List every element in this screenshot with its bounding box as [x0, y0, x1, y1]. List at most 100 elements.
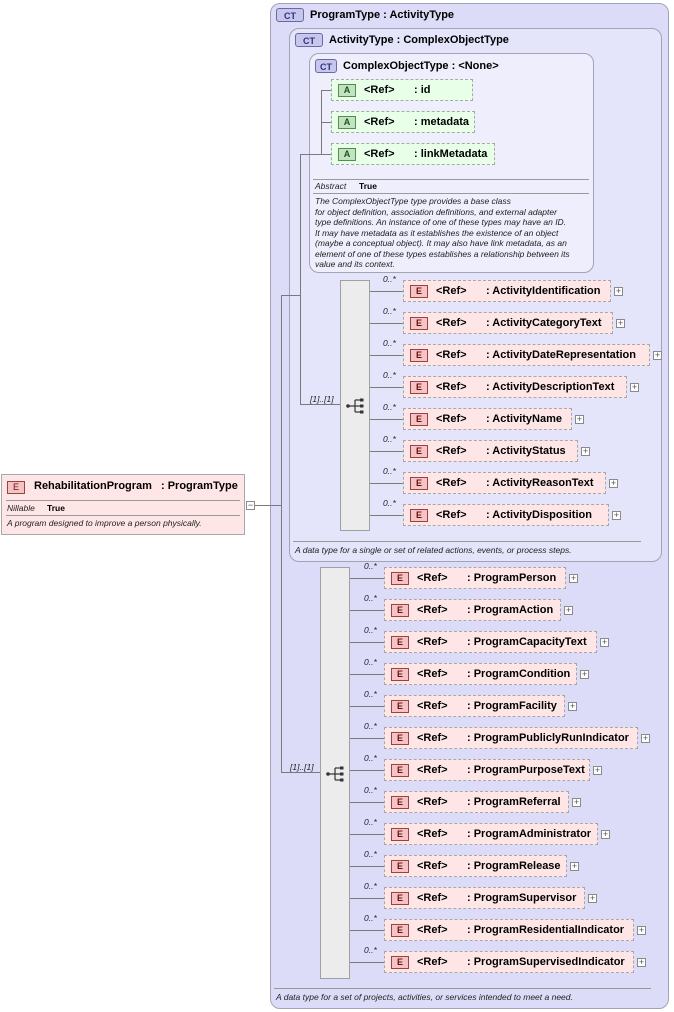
description-line: value and its context. [315, 259, 395, 269]
element-connector [350, 770, 384, 771]
root-element-box[interactable]: E RehabilitationProgram : ProgramType Ni… [1, 474, 245, 535]
element-9[interactable]: E<Ref>: ProgramAdministrator [384, 823, 600, 847]
expand-button[interactable]: + [601, 829, 610, 839]
element-ref: <Ref> [417, 572, 448, 584]
attribute-ref: <Ref> [364, 148, 395, 160]
element-multiplicity: 0..* [364, 817, 377, 827]
sequence-icon [326, 766, 344, 782]
element-name: : ProgramPubliclyRunIndicator [467, 732, 629, 744]
element-2[interactable]: E<Ref>: ProgramAction [384, 599, 563, 623]
element-8[interactable]: E<Ref>: ProgramReferral [384, 791, 571, 815]
element-multiplicity: 0..* [364, 753, 377, 763]
element-connector [370, 483, 403, 484]
nillable-value: True [47, 503, 65, 513]
description-line: It may have metadata as it establishes t… [315, 227, 559, 238]
element-11[interactable]: E<Ref>: ProgramSupervisor [384, 887, 587, 911]
element-6[interactable]: E<Ref>: ActivityStatus [403, 440, 580, 464]
element-name: : ProgramPerson [467, 572, 557, 584]
element-1[interactable]: E<Ref>: ActivityIdentification [403, 280, 613, 304]
attribute-icon: A [338, 116, 356, 129]
element-7[interactable]: E<Ref>: ActivityReasonText [403, 472, 608, 496]
element-name: : ActivityDateRepresentation [486, 349, 636, 361]
element-ref: <Ref> [417, 668, 448, 680]
element-8[interactable]: E<Ref>: ActivityDisposition [403, 504, 611, 528]
expand-button[interactable]: + [616, 318, 625, 328]
expand-button[interactable]: + [600, 637, 609, 647]
element-name: : ActivityReasonText [486, 477, 594, 489]
element-5[interactable]: E<Ref>: ProgramFacility [384, 695, 567, 719]
element-icon: E [391, 892, 409, 905]
element-icon: E [410, 477, 428, 490]
expand-button[interactable]: + [570, 861, 579, 871]
expand-button[interactable]: + [575, 414, 584, 424]
root-connector [254, 505, 281, 506]
element-connector [350, 578, 384, 579]
element-6[interactable]: E <Ref> : ProgramPubliclyRunIndicator [384, 727, 640, 751]
expand-button[interactable]: + [609, 478, 618, 488]
description-line: element of one of these types establishe… [315, 248, 570, 259]
element-connector [370, 515, 403, 516]
element-10[interactable]: E<Ref>: ProgramRelease [384, 855, 569, 879]
element-name: : ProgramAction [467, 604, 554, 616]
program-sequence-compositor[interactable] [320, 567, 350, 979]
element-multiplicity: 0..* [383, 338, 396, 348]
expand-button[interactable]: + [581, 446, 590, 456]
element-connector [350, 802, 384, 803]
element-3[interactable]: E<Ref>: ProgramCapacityText [384, 631, 599, 655]
attribute-metadata[interactable]: A <Ref> : metadata [331, 111, 475, 133]
expand-button[interactable]: + [593, 765, 602, 775]
element-multiplicity: 0..* [383, 498, 396, 508]
expand-button[interactable]: + [572, 797, 581, 807]
element-icon: E [391, 924, 409, 937]
expand-button[interactable]: + [612, 510, 621, 520]
element-connector [350, 738, 384, 739]
element-ref: <Ref> [436, 445, 467, 457]
activity-sequence-connector [300, 154, 301, 404]
nillable-label: Nillable [7, 503, 35, 513]
expand-button[interactable]: + [568, 701, 577, 711]
element-connector [350, 834, 384, 835]
element-1[interactable]: E<Ref>: ProgramPerson [384, 567, 568, 591]
element-icon: E [410, 317, 428, 330]
element-icon: E [391, 764, 409, 777]
element-name: : ActivityCategoryText [486, 317, 602, 329]
element-name: : ProgramCapacityText [467, 636, 587, 648]
expand-button[interactable]: + [580, 669, 589, 679]
root-element-name: RehabilitationProgram [34, 480, 152, 492]
attribute-id[interactable]: A <Ref> : id [331, 79, 473, 101]
element-multiplicity: 0..* [383, 434, 396, 444]
attribute-name: : linkMetadata [414, 148, 488, 160]
expand-button[interactable]: + [653, 350, 662, 360]
activity-type-description: A data type for a single or set of relat… [295, 545, 572, 555]
element-13[interactable]: E<Ref>: ProgramSupervisedIndicator [384, 951, 636, 975]
element-4[interactable]: E<Ref>: ActivityDescriptionText [403, 376, 629, 400]
expand-button[interactable]: + [637, 925, 646, 935]
element-4[interactable]: E<Ref>: ProgramCondition [384, 663, 579, 687]
element-7[interactable]: E<Ref>: ProgramPurposeText [384, 759, 592, 783]
collapse-button[interactable]: − [246, 500, 255, 510]
expand-button[interactable]: + [630, 382, 639, 392]
element-ref: <Ref> [417, 732, 448, 744]
activity-type-divider [293, 541, 641, 542]
expand-button[interactable]: + [564, 605, 573, 615]
element-3[interactable]: E<Ref>: ActivityDateRepresentation [403, 344, 652, 368]
element-2[interactable]: E<Ref>: ActivityCategoryText [403, 312, 615, 336]
expand-button[interactable]: + [569, 573, 578, 583]
element-5[interactable]: E<Ref>: ActivityName [403, 408, 574, 432]
element-multiplicity: 0..* [364, 881, 377, 891]
element-multiplicity: 0..* [383, 274, 396, 284]
expand-button[interactable]: + [588, 893, 597, 903]
root-connector [281, 295, 282, 772]
element-ref: <Ref> [417, 764, 448, 776]
element-name: : ProgramSupervisedIndicator [467, 956, 625, 968]
expand-button[interactable]: + [614, 286, 623, 296]
element-name: : ActivityDescriptionText [486, 381, 615, 393]
element-icon: E [391, 732, 409, 745]
activity-sequence-compositor[interactable] [340, 280, 370, 531]
element-12[interactable]: E<Ref>: ProgramResidentialIndicator [384, 919, 636, 943]
attribute-link-metadata[interactable]: A <Ref> : linkMetadata [331, 143, 495, 165]
element-icon: E [391, 956, 409, 969]
expand-button[interactable]: + [641, 733, 650, 743]
abstract-label: Abstract [315, 181, 347, 191]
expand-button[interactable]: + [637, 957, 646, 967]
